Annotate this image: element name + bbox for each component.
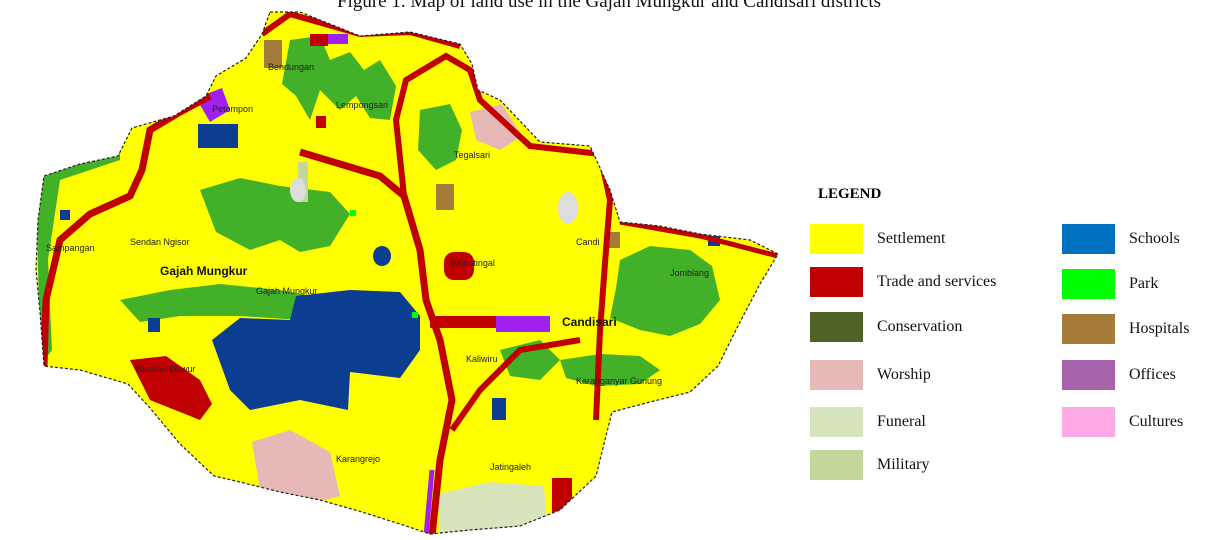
legend-swatch: [810, 450, 863, 480]
trade-lempongsari: [316, 116, 326, 128]
conservation-area-tegalsari: [418, 104, 462, 170]
legend-label: Conservation: [877, 318, 963, 335]
legend-label: Trade and services: [877, 273, 997, 290]
legend-label: Schools: [1129, 230, 1180, 247]
road-west: [40, 92, 212, 367]
legend-item-military: Military: [810, 448, 929, 482]
road-central: [298, 148, 456, 534]
legend-swatch: [1062, 360, 1115, 390]
conservation-area-north: [282, 36, 396, 120]
place-label: Lempongsari: [336, 100, 388, 110]
worship-karangrejo: [252, 430, 340, 504]
school-small-5: [373, 246, 391, 266]
place-label: Karanganyar Gunung: [576, 376, 662, 386]
place-label: Petompon: [212, 104, 253, 114]
conservation-area-karanganyar: [560, 354, 660, 386]
road-candisari: [449, 337, 581, 432]
place-label: Karangrejo: [336, 454, 380, 464]
office-candisari: [496, 316, 550, 332]
legend-item-offices: Offices: [1062, 358, 1176, 392]
road-east: [619, 219, 778, 259]
funeral-area: [438, 482, 548, 534]
legend-label: Funeral: [877, 413, 926, 430]
place-label: Bendan Duwur: [136, 364, 196, 374]
conservation-area-east: [610, 246, 720, 336]
caption-text: Figure 1. Map of land use in the Gajah M…: [336, 0, 882, 12]
conservation-strip-middle: [120, 284, 330, 322]
park-small-1: [412, 312, 418, 318]
trade-bendan-duwur: [130, 356, 212, 420]
legend-item-conservation: Conservation: [810, 310, 962, 344]
legend-swatch: [810, 360, 863, 390]
district-boundary: [35, 11, 779, 535]
legend-item-trade: Trade and services: [810, 265, 996, 299]
park-candi: [558, 192, 578, 224]
legend-swatch: [1062, 407, 1115, 437]
office-north: [328, 34, 348, 44]
legend-item-settlement: Settlement: [810, 222, 945, 256]
school-small-1: [60, 210, 70, 220]
conservation-area-central: [200, 178, 350, 252]
legend-item-cultures: Cultures: [1062, 405, 1183, 439]
hospital-bendungan: [264, 40, 282, 68]
legend-label: Military: [877, 456, 930, 473]
place-label: Tegalsari: [454, 150, 490, 160]
trade-north: [310, 34, 328, 46]
legend-swatch: [810, 407, 863, 437]
district-label-gajah-mungkur: Gajah Mungkur: [160, 264, 248, 278]
school-small-2: [148, 318, 160, 332]
worship-tegalsari: [470, 104, 522, 150]
legend-label: Cultures: [1129, 413, 1184, 430]
place-label: Bendungan: [268, 62, 314, 72]
legend-item-worship: Worship: [810, 358, 931, 392]
park-small-2: [350, 210, 356, 216]
place-label: Wonotingal: [450, 258, 495, 268]
school-petompon: [198, 124, 238, 148]
legend-label: Hospitals: [1129, 320, 1190, 337]
hospital-east: [608, 232, 620, 248]
legend-swatch: [1062, 314, 1115, 344]
place-label: Kaliwiru: [466, 354, 498, 364]
legend: LEGEND Settlement Trade and services Con…: [790, 170, 1210, 490]
legend-item-hospitals: Hospitals: [1062, 312, 1189, 346]
park-petompon: [290, 178, 306, 202]
school-area-central: [212, 290, 420, 410]
legend-label: Park: [1129, 275, 1159, 292]
hospital-candi: [436, 184, 454, 210]
place-label: Jatingaleh: [490, 462, 531, 472]
legend-label: Offices: [1129, 366, 1176, 383]
place-label: Gajah Mungkur: [256, 286, 318, 296]
road-northeast: [392, 52, 614, 421]
school-small-3: [492, 398, 506, 420]
place-label: Candi: [576, 237, 600, 247]
trade-wonotingal: [444, 252, 474, 280]
place-label: Sampangan: [46, 243, 95, 253]
legend-swatch: [1062, 224, 1115, 254]
legend-label: Settlement: [877, 230, 946, 247]
legend-swatch: [810, 312, 863, 342]
legend-swatch: [1062, 269, 1115, 299]
conservation-area-kaliwiru: [500, 340, 560, 380]
legend-swatch: [810, 267, 863, 297]
land-use-map: Bendungan Petompon Lempongsari Tegalsari…: [35, 11, 779, 535]
place-label: Jomblang: [670, 268, 709, 278]
conservation-belt-south: [140, 460, 180, 500]
trade-candisari: [430, 316, 496, 328]
legend-item-park: Park: [1062, 267, 1158, 301]
legend-label: Worship: [877, 366, 931, 383]
figure-caption: Figure 1. Map of land use in the Gajah M…: [0, 0, 1218, 14]
legend-title: LEGEND: [818, 186, 882, 202]
road-south-office: [423, 469, 435, 534]
legend-swatch: [810, 224, 863, 254]
place-label: Sendan Ngisor: [130, 237, 190, 247]
legend-item-schools: Schools: [1062, 222, 1180, 256]
district-label-candisari: Candisari: [562, 315, 617, 329]
legend-item-funeral: Funeral: [810, 405, 926, 439]
